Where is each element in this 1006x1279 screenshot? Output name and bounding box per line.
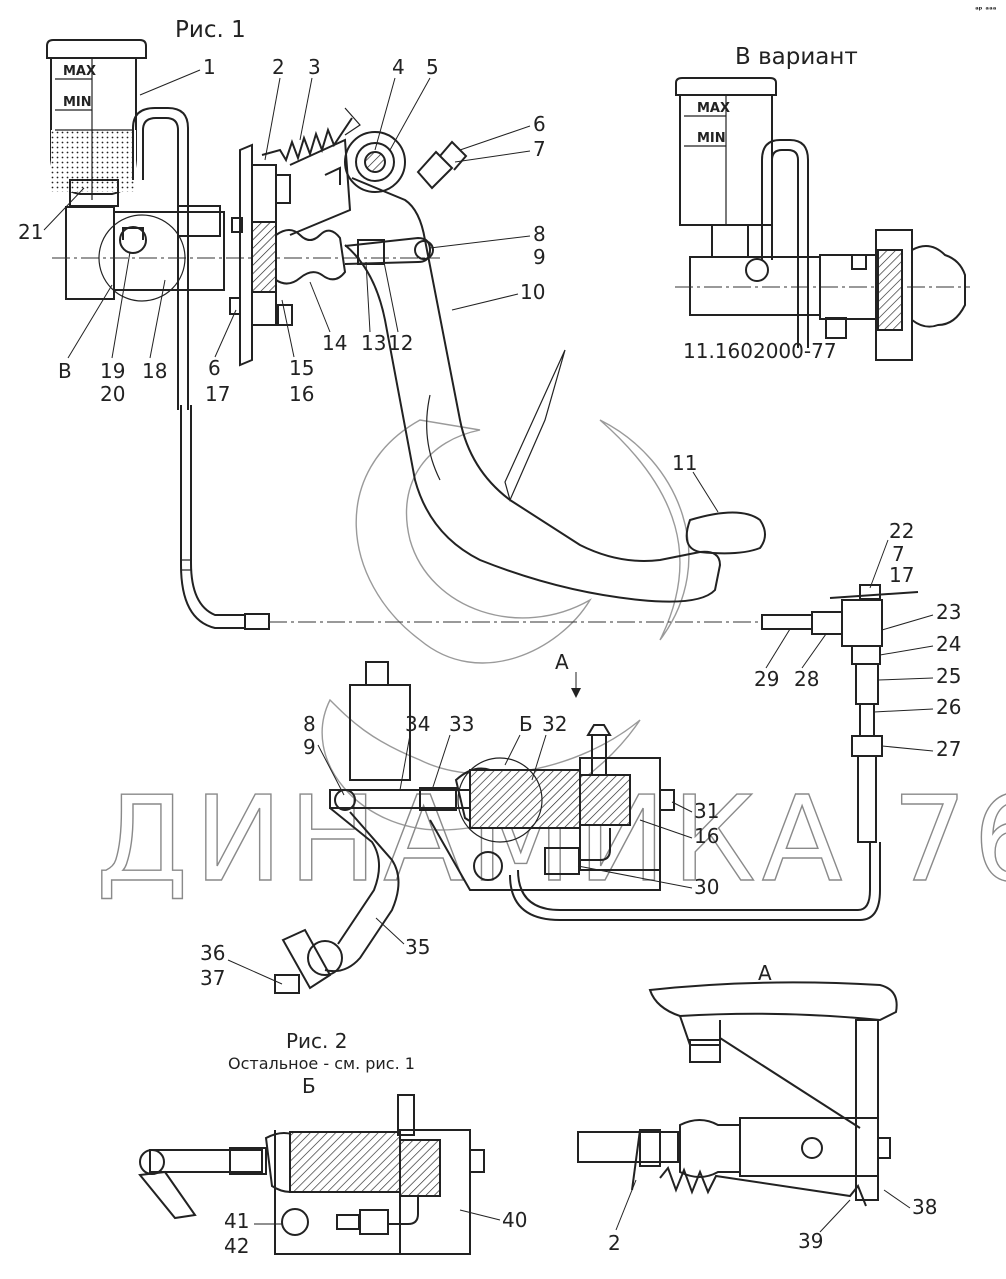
floor-cut: [504, 349, 566, 502]
figure1-title: Рис. 1: [175, 17, 246, 43]
label-6a: 6: [533, 112, 546, 136]
label-11: 11: [672, 451, 697, 475]
label-42: 42: [224, 1234, 249, 1258]
clutch-pedal: [344, 177, 722, 603]
label-31: 31: [694, 799, 719, 823]
label-17c: 17: [889, 563, 914, 587]
label-34: 34: [405, 712, 430, 736]
pedal-pad: [685, 511, 766, 555]
view-mark-b: Б: [519, 712, 533, 736]
variant-part-number: 11.1602000-77: [683, 339, 837, 363]
label-32: 32: [542, 712, 567, 736]
label-38: 38: [912, 1195, 937, 1219]
label-39: 39: [798, 1229, 823, 1253]
label-16a: 16: [289, 382, 314, 406]
label-2b: 2: [608, 1231, 621, 1255]
pushrod: [344, 236, 432, 265]
label-7a: 7: [533, 137, 546, 161]
label-15: 15: [289, 356, 314, 380]
protective-boot: [275, 229, 347, 285]
callout-labels: 1 2 3 4 5 6 7 8 9 10 11 12 13 14 15 16 6…: [18, 55, 961, 1258]
mounting-flange: [229, 143, 293, 367]
label-8b: 8: [303, 712, 316, 736]
release-fork: [324, 811, 400, 973]
label-13: 13: [361, 331, 386, 355]
reservoir-min: MIN: [63, 95, 92, 110]
variant-title: В вариант: [735, 44, 858, 70]
return-spring: [261, 117, 353, 163]
stop-screw: [416, 150, 454, 190]
label-28: 28: [794, 667, 819, 691]
figure2-note: Остальное - см. рис. 1: [228, 1054, 415, 1073]
label-16b: 16: [694, 824, 719, 848]
label-8a: 8: [533, 222, 546, 246]
view-mark-a: А: [555, 650, 569, 674]
label-18: 18: [142, 359, 167, 383]
label-24: 24: [936, 632, 961, 656]
label-1: 1: [203, 55, 216, 79]
label-21: 21: [18, 220, 43, 244]
label-41: 41: [224, 1209, 249, 1233]
label-29: 29: [754, 667, 779, 691]
label-36: 36: [200, 941, 225, 965]
label-20: 20: [100, 382, 125, 406]
flex-hose: [509, 842, 881, 921]
figure2-slave-cylinder: [138, 1094, 485, 1255]
pedal-pivot: [289, 131, 406, 236]
label-23: 23: [936, 600, 961, 624]
label-35: 35: [405, 935, 430, 959]
label-19: 19: [100, 359, 125, 383]
label-33: 33: [449, 712, 474, 736]
label-14: 14: [322, 331, 347, 355]
view-mark-v: В: [58, 359, 72, 383]
detail-circle-v: [98, 214, 186, 302]
return-pipe: [132, 107, 189, 410]
hose-connector-chain: [761, 584, 919, 843]
slave-cylinder-assembly: [274, 661, 675, 994]
label-3: 3: [308, 55, 321, 79]
label-25: 25: [936, 664, 961, 688]
label-9a: 9: [533, 245, 546, 269]
corner-mark: ᵃᵖ ᵃᵃᵃ: [975, 5, 997, 14]
label-2: 2: [272, 55, 285, 79]
label-10: 10: [520, 280, 545, 304]
master-cylinder: [52, 205, 440, 302]
label-4: 4: [392, 55, 405, 79]
variant-max: MAX: [697, 101, 730, 116]
label-17b: 17: [205, 382, 230, 406]
label-6b: 6: [208, 356, 221, 380]
fluid-reservoir: MAX MIN: [46, 39, 147, 207]
figure2-section-mark: Б: [302, 1074, 316, 1098]
label-26: 26: [936, 695, 961, 719]
figure2-title: Рис. 2: [286, 1029, 348, 1053]
reservoir-max: MAX: [63, 64, 96, 79]
label-5: 5: [426, 55, 439, 79]
label-22: 22: [889, 519, 914, 543]
label-12: 12: [388, 331, 413, 355]
label-40: 40: [502, 1208, 527, 1232]
label-9b: 9: [303, 735, 316, 759]
variant-min: MIN: [697, 131, 726, 146]
view-a-title: А: [758, 961, 772, 985]
label-27: 27: [936, 737, 961, 761]
label-30: 30: [694, 875, 719, 899]
variant-master-cylinder: MAX MIN 11.1602000-77: [675, 77, 970, 363]
label-7b: 7: [892, 542, 905, 566]
label-37: 37: [200, 966, 225, 990]
view-a-assembly: [577, 981, 898, 1207]
